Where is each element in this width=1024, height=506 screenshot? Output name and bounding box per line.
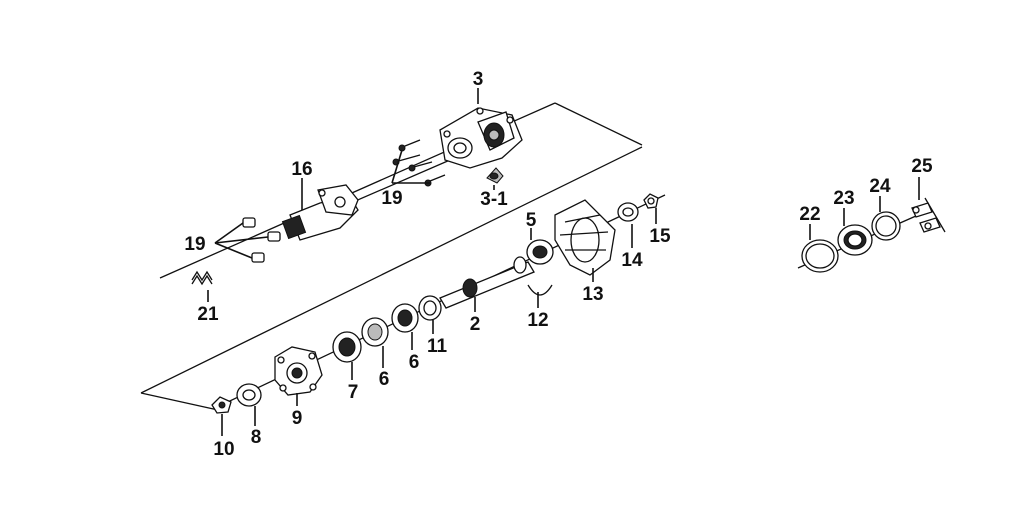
part-8-washer	[236, 383, 262, 407]
callout-13: 13	[582, 284, 603, 305]
part-2-drive-shaft	[439, 256, 535, 309]
part-5-bearing	[526, 239, 554, 265]
part-24-ring	[871, 211, 901, 241]
callout-19-upper: 19	[381, 188, 402, 209]
part-13-bevel-gear	[554, 199, 616, 276]
callout-12: 12	[527, 310, 548, 331]
part-21-spring	[191, 270, 213, 286]
part-3-housing	[439, 107, 523, 169]
callout-14: 14	[621, 250, 643, 271]
part-14-washer	[617, 202, 639, 222]
part-10-nut	[211, 396, 232, 414]
part-7-bearing	[332, 331, 362, 363]
callout-25: 25	[911, 156, 933, 177]
part-12-circlip	[527, 284, 553, 296]
callout-7: 7	[348, 382, 359, 403]
callout-19-lower: 19	[184, 234, 205, 255]
part-19-bolts-lower	[242, 217, 281, 263]
part-3-1-cap	[486, 167, 504, 184]
callout-3-1: 3-1	[480, 189, 508, 210]
part-15-nut	[643, 193, 659, 209]
callout-2: 2	[470, 314, 481, 335]
callout-6-right: 6	[409, 352, 420, 373]
callout-labels: 3 3-1 16 19 19 21 2 5 12 13 14 15 11 6 6…	[184, 69, 933, 460]
callout-22: 22	[799, 204, 820, 225]
callout-6-left: 6	[379, 369, 390, 390]
part-9-flange	[274, 346, 323, 396]
callout-23: 23	[833, 188, 854, 209]
part-25-clip	[911, 197, 946, 233]
callout-21: 21	[197, 304, 219, 325]
part-11-ring	[418, 295, 442, 321]
part-22-o-ring	[801, 239, 839, 273]
callout-15: 15	[649, 226, 671, 247]
part-6-bearing-right	[391, 303, 419, 333]
callout-24: 24	[869, 176, 891, 197]
callout-16: 16	[291, 159, 312, 180]
callout-8: 8	[251, 427, 262, 448]
callout-11: 11	[427, 336, 448, 357]
leader-lines	[207, 88, 920, 436]
part-23-seal	[837, 224, 873, 256]
callout-5: 5	[526, 210, 537, 231]
part-16-shaft-housing	[281, 184, 359, 241]
part-6-bearing-left	[361, 317, 389, 347]
callout-10: 10	[213, 439, 234, 460]
callout-9: 9	[292, 408, 303, 429]
callout-3: 3	[473, 69, 484, 90]
